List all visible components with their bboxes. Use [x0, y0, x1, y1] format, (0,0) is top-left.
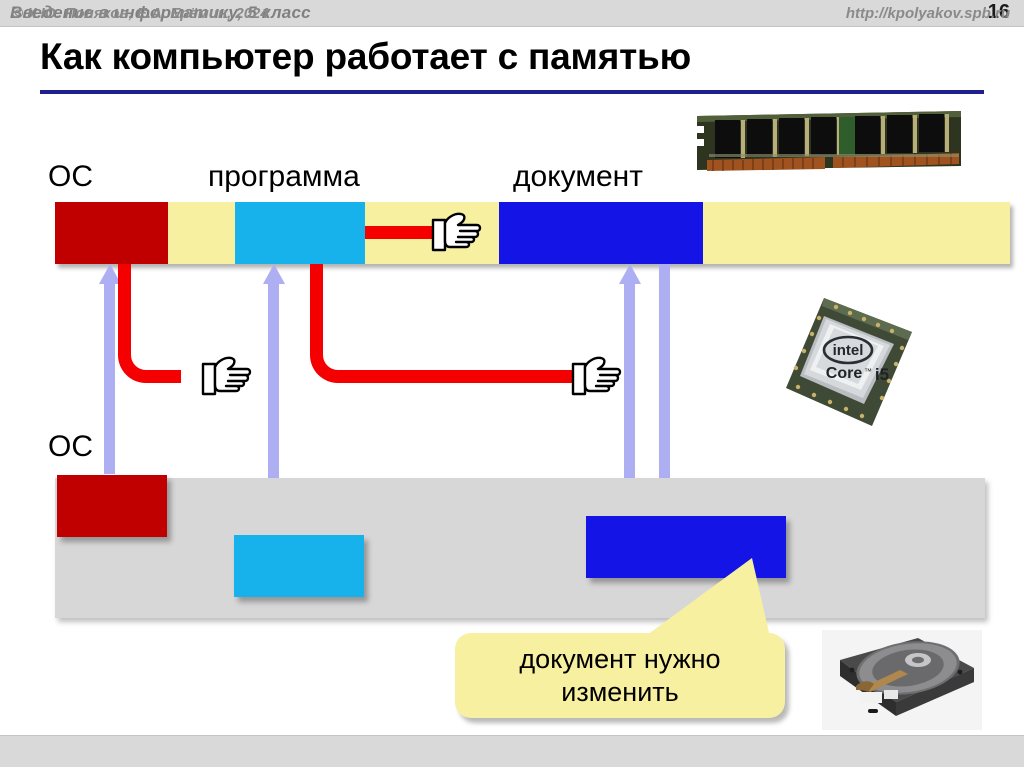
callout-line-2: изменить: [561, 677, 679, 707]
ram-strip: [55, 202, 1010, 264]
header-bar: [0, 0, 1024, 27]
svg-text:intel: intel: [833, 342, 864, 359]
pointing-hand-icon-inline: [425, 206, 485, 258]
page-number: 16: [987, 1, 1010, 23]
pointing-hand-icon-os: [195, 350, 255, 402]
footer-url[interactable]: http://kpolyakov.spb.ru: [845, 5, 1010, 22]
disk-block-os: [57, 475, 167, 537]
disk-label-os: ОС: [48, 430, 93, 463]
disk-area: [55, 478, 985, 618]
footer-copyright: © К.Ю. Поляков, Е.А. Ерёмин, 2024: [12, 5, 269, 22]
ram-label-document: документ: [513, 160, 643, 193]
ram-label-program: программа: [208, 160, 360, 193]
callout-tail: [612, 548, 792, 648]
callout-line-1: документ нужно: [519, 644, 721, 674]
svg-text:Core: Core: [826, 365, 863, 382]
callout-bubble: документ нужно изменить: [455, 633, 785, 718]
svg-text:i5: i5: [875, 365, 889, 384]
title-underline-rule: [40, 90, 984, 94]
ram-module-photo: [693, 108, 965, 174]
intel-cpu-photo: intel Core ™ i5: [778, 292, 918, 432]
ram-block-os: [55, 202, 168, 264]
ram-label-os: ОС: [48, 160, 93, 193]
pointing-hand-icon-program: [565, 350, 625, 402]
callout-text: документ нужно изменить: [455, 643, 785, 709]
svg-text:™: ™: [864, 367, 872, 376]
hard-disk-photo: [822, 630, 982, 730]
disk-block-program: [234, 535, 364, 597]
course-title: Введение в информатику, 5 класс: [10, 3, 311, 22]
page-title: Как компьютер работает с памятью: [40, 36, 691, 77]
footer-bar: [0, 735, 1024, 767]
wire-program-to-document-inline: [365, 226, 433, 239]
ram-block-document: [499, 202, 703, 264]
ram-block-program: [235, 202, 365, 264]
